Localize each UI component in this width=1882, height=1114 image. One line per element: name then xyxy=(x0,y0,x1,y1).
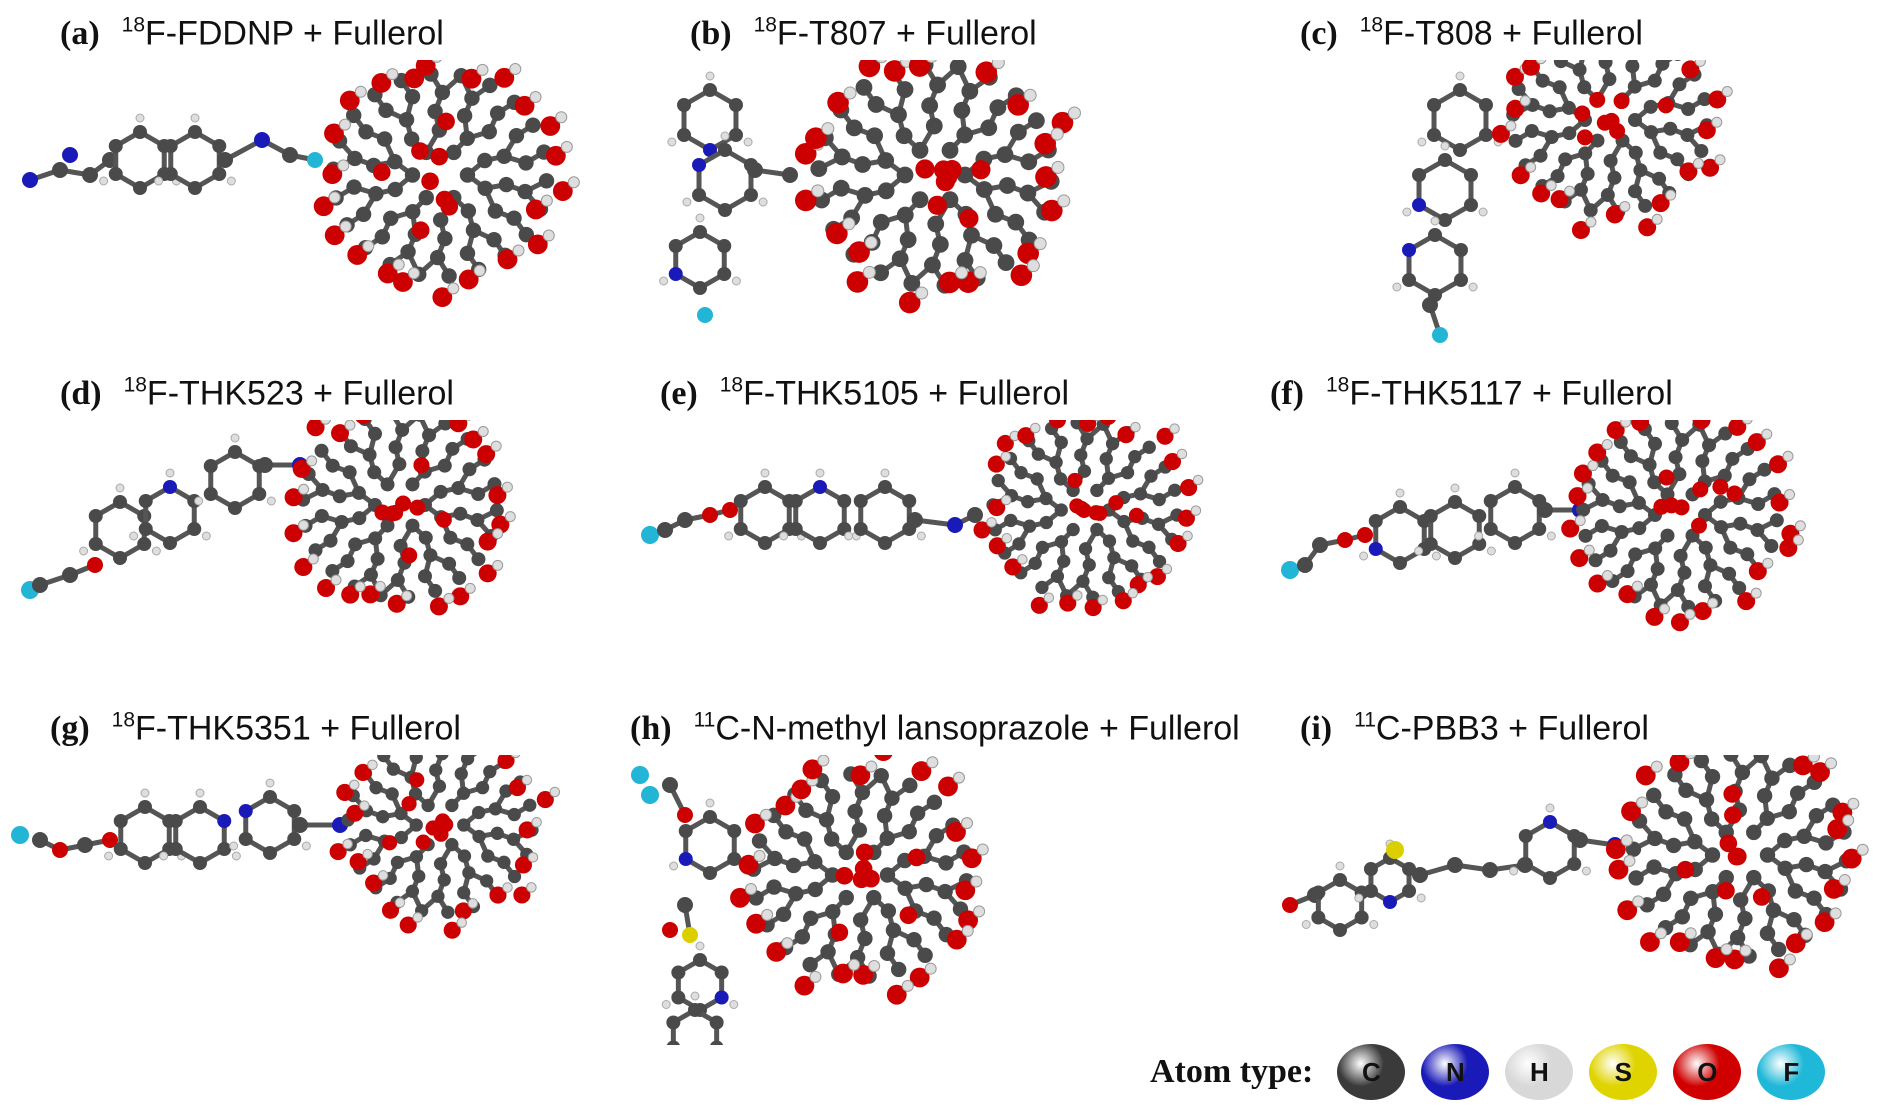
panel-title: (e) 18F-THK5105 + Fullerol xyxy=(660,374,1069,413)
panel-letter: (h) xyxy=(630,710,672,748)
isotope-mass: 18 xyxy=(1325,374,1350,397)
panel-letter: (f) xyxy=(1270,375,1304,413)
atom-legend-item: H xyxy=(1505,1044,1574,1100)
panel-title: (c) 18F-T808 + Fullerol xyxy=(1300,14,1643,53)
molecule-structure xyxy=(631,755,989,1045)
panel-title: (h) 11C-N-methyl lansoprazole + Fullerol xyxy=(630,709,1240,748)
panel-letter: (g) xyxy=(50,710,90,748)
molecule-panel: (c) 18F-T808 + Fullerol xyxy=(1260,0,1880,350)
atom-legend-item: N xyxy=(1421,1044,1490,1100)
molecule-structure xyxy=(659,60,1081,323)
panel-title-text: F-T808 + Fullerol xyxy=(1383,14,1643,53)
molecule-panel: (i) 11C-PBB3 + Fullerol xyxy=(1260,695,1880,1045)
isotope-mass: 18 xyxy=(719,374,744,397)
molecule-panel: (f) 18F-THK5117 + Fullerol xyxy=(1260,360,1880,710)
panel-title-text: F-T807 + Fullerol xyxy=(776,14,1037,53)
panel-title-text: F-THK5351 + Fullerol xyxy=(135,709,461,748)
isotope-mass: 18 xyxy=(121,14,146,37)
panel-letter: (c) xyxy=(1300,15,1338,53)
isotope-mass: 18 xyxy=(1359,14,1384,37)
atom-legend-item: F xyxy=(1757,1044,1826,1100)
panel-title-text: F-FDDNP + Fullerol xyxy=(145,14,444,53)
isotope-mass: 18 xyxy=(123,374,147,397)
atom-legend-item: S xyxy=(1589,1044,1658,1100)
molecule-panel: (b) 18F-T807 + Fullerol xyxy=(630,0,1250,350)
isotope-mass: 18 xyxy=(111,709,136,732)
panel-letter: (e) xyxy=(660,375,698,413)
panel-title: (g) 18F-THK5351 + Fullerol xyxy=(50,709,461,748)
panel-title-text: F-THK5105 + Fullerol xyxy=(743,374,1070,413)
molecule-structure xyxy=(1392,60,1733,343)
panel-letter: (a) xyxy=(60,15,100,53)
panel-letter: (b) xyxy=(690,15,732,53)
molecule-panel: (e) 18F-THK5105 + Fullerol xyxy=(630,360,1250,710)
molecule-panel: (g) 18F-THK5351 + Fullerol xyxy=(0,695,620,1045)
molecule-panel: (d) 18F-THK523 + Fullerol xyxy=(0,360,620,710)
molecule-panel: (h) 11C-N-methyl lansoprazole + Fullerol xyxy=(630,695,1330,1045)
panel-title: (f) 18F-THK5117 + Fullerol xyxy=(1270,374,1673,413)
molecule-structure xyxy=(641,420,1204,617)
isotope-mass: 18 xyxy=(753,14,777,37)
molecule-structure xyxy=(1282,755,1869,979)
atom-legend-item: O xyxy=(1673,1044,1742,1100)
isotope-mass: 11 xyxy=(1354,709,1376,732)
atom-legend-item: C xyxy=(1337,1044,1406,1100)
panel-title: (i) 11C-PBB3 + Fullerol xyxy=(1300,709,1649,748)
panel-letter: (i) xyxy=(1300,710,1333,748)
panel-title: (d) 18F-THK523 + Fullerol xyxy=(60,374,454,413)
molecule-structure xyxy=(22,60,580,308)
molecule-structure xyxy=(1281,420,1806,632)
panel-title-text: C-N-methyl lansoprazole + Fullerol xyxy=(715,709,1240,748)
molecule-structure xyxy=(21,420,516,616)
panel-letter: (d) xyxy=(60,375,102,413)
legend-label: Atom type: xyxy=(1150,1053,1314,1090)
panel-title: (a) 18F-FDDNP + Fullerol xyxy=(60,14,444,53)
isotope-mass: 11 xyxy=(693,709,716,732)
panel-title-text: F-THK523 + Fullerol xyxy=(146,374,454,413)
molecule-structure xyxy=(11,755,561,939)
panel-title-text: C-PBB3 + Fullerol xyxy=(1375,709,1649,748)
panel-title-text: F-THK5117 + Fullerol xyxy=(1349,374,1673,413)
molecule-panel: (a) 18F-FDDNP + Fullerol xyxy=(0,0,620,350)
panel-title: (b) 18F-T807 + Fullerol xyxy=(690,14,1037,53)
